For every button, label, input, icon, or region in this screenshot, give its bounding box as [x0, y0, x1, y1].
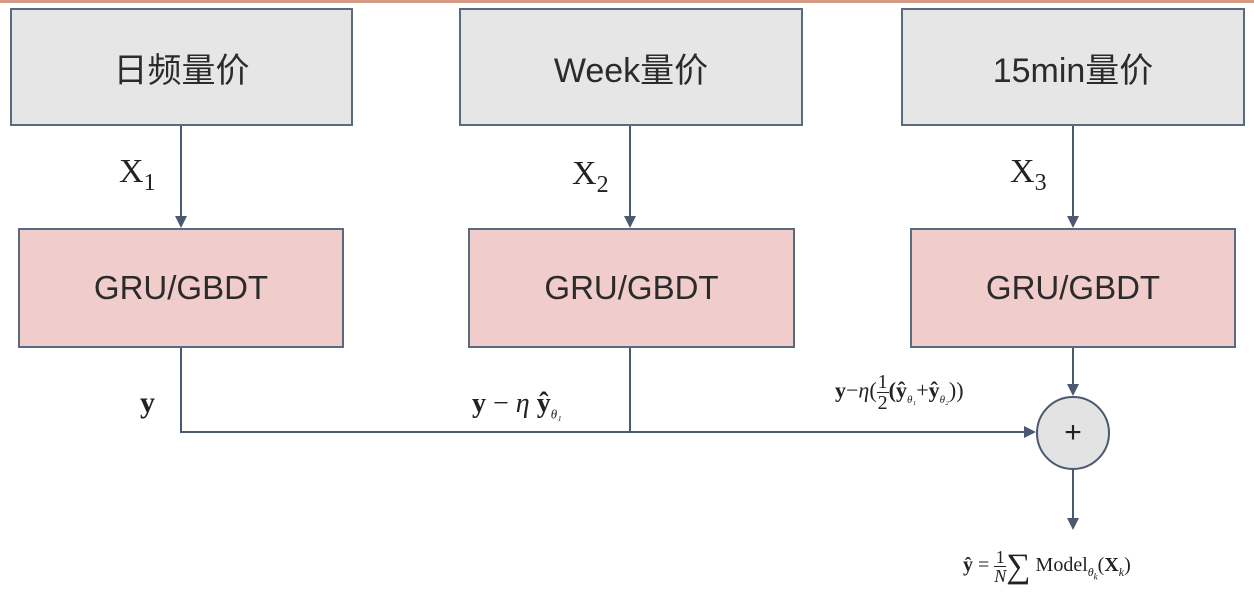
residual-label-1: y — [140, 386, 155, 419]
line-model1-to-bus — [180, 348, 1036, 438]
input-label-x1: X1 — [119, 153, 156, 196]
model-box-1: GRU/GBDT — [18, 228, 344, 348]
model-box-3: GRU/GBDT — [910, 228, 1236, 348]
sum-symbol: + — [1064, 416, 1082, 449]
top-rule — [0, 0, 1254, 3]
input-label-x2: X2 — [572, 155, 609, 198]
residual-label-2: y − η ŷθ₁ — [472, 388, 562, 422]
input-label-x3: X3 — [1010, 153, 1047, 196]
source-box-daily: 日频量价 — [10, 8, 353, 126]
source-box-15min: 15min量价 — [901, 8, 1245, 126]
source-box-week: Week量价 — [459, 8, 803, 126]
model-box-2: GRU/GBDT — [468, 228, 795, 348]
